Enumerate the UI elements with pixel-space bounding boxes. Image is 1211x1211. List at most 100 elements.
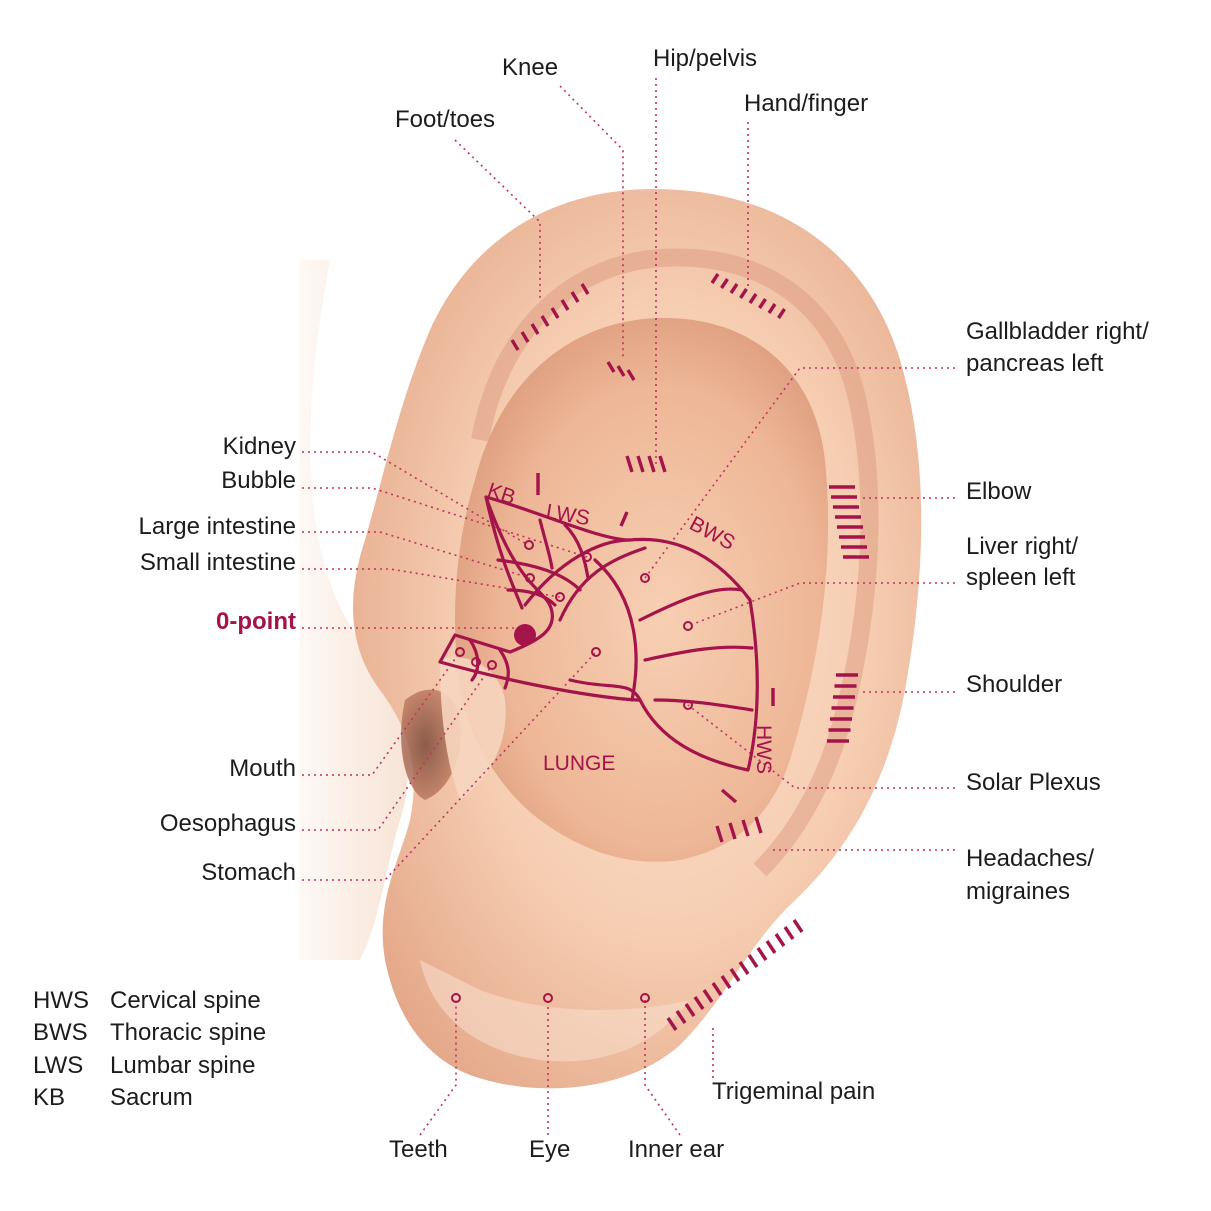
ticks-foot-toes-3 <box>530 323 540 335</box>
zone-label-lunge: LUNGE <box>543 752 615 775</box>
ticks-hand-finger-5 <box>748 293 758 304</box>
zone-mouth-1 <box>468 638 480 682</box>
ticks-headaches-1 <box>715 825 724 843</box>
zone-label-hws: HWS <box>752 725 775 774</box>
ticks-trigeminal-7 <box>720 975 732 989</box>
label-elbow: Elbow <box>966 478 1032 505</box>
legend-abbr-hws: HWS <box>33 987 89 1014</box>
zone-sub-4 <box>538 518 554 570</box>
ticks-foot-toes-4 <box>540 315 550 327</box>
ticks-headaches-4 <box>754 816 763 834</box>
zone-arc-7 <box>643 645 754 662</box>
ticks-knee-3 <box>626 369 636 381</box>
ticks-trigeminal-12 <box>765 940 777 954</box>
label-small-intestine: Small intestine <box>140 549 296 576</box>
ticks-hand-finger-4 <box>739 288 748 299</box>
ticks-trigeminal-6 <box>711 982 723 996</box>
label-shoulder: Shoulder <box>966 671 1062 698</box>
label-bubble: Bubble <box>221 467 296 494</box>
leader-foot-toes <box>454 139 541 298</box>
point-mouth-2 <box>471 657 481 667</box>
zone-arc-4 <box>568 678 642 702</box>
earlobe-shading <box>420 960 690 1062</box>
leader-large-intestine <box>302 531 531 579</box>
point-eye <box>543 993 553 1003</box>
leader-liver <box>687 582 955 627</box>
zone-arc-5 <box>593 558 638 702</box>
label-hand-finger: Hand/finger <box>744 90 868 117</box>
label-stomach: Stomach <box>201 859 296 886</box>
reflex-zones <box>438 495 759 772</box>
label-headaches-line2: migraines <box>966 878 1070 905</box>
zone-sub-2 <box>506 588 557 607</box>
legend-name-hws: Cervical spine <box>110 987 261 1014</box>
leader-teeth <box>419 998 457 1136</box>
ticks-knee-2 <box>616 365 626 377</box>
zone-arc-2 <box>523 538 632 607</box>
ticks-hand-finger-2 <box>720 278 729 289</box>
label-knee: Knee <box>502 54 558 81</box>
ticks-headaches-2 <box>728 822 737 840</box>
legend-name-lws: Lumbar spine <box>110 1052 255 1079</box>
ticks-headaches-3 <box>741 819 750 837</box>
label-mouth: Mouth <box>229 755 296 782</box>
point-mouth-3 <box>487 660 497 670</box>
label-large-intestine: Large intestine <box>139 513 296 540</box>
ticks-trigeminal-9 <box>738 961 750 975</box>
ticks-foot-toes-6 <box>560 299 570 311</box>
ticks-hand-finger-7 <box>767 303 777 314</box>
label-liver-line2: spleen left <box>966 564 1076 591</box>
label-gallbladder-line2: pancreas left <box>966 350 1104 377</box>
point-bubble <box>582 552 592 562</box>
label-gallbladder-line1: Gallbladder right/ <box>966 318 1149 345</box>
legend-abbr-kb: KB <box>33 1084 65 1111</box>
ticks-trigeminal-13 <box>774 933 786 947</box>
ticks-trigeminal-11 <box>756 947 768 961</box>
ticks-foot-toes-5 <box>550 307 560 319</box>
ticks-hip-pelvis-2 <box>636 455 645 473</box>
label-kidney: Kidney <box>223 433 296 460</box>
ticks-trigeminal-10 <box>747 954 759 968</box>
ticks-trigeminal-8 <box>729 968 741 982</box>
ticks-hand-finger-6 <box>758 298 767 309</box>
ticks-trigeminal-3 <box>684 1003 696 1017</box>
tragus <box>440 657 506 800</box>
ticks-hip-pelvis-1 <box>625 455 634 473</box>
zone-arc-8 <box>653 698 754 712</box>
legend-abbr-lws: LWS <box>33 1052 83 1079</box>
leader-lines <box>302 78 955 1136</box>
ticks-trigeminal-5 <box>702 989 714 1003</box>
ticks-foot-toes-2 <box>520 331 530 343</box>
legend: HWS Cervical spine BWS Thoracic spine LW… <box>33 987 266 1111</box>
point-teeth <box>451 993 461 1003</box>
ear-shape <box>300 188 922 1089</box>
label-oesophagus: Oesophagus <box>160 810 296 837</box>
point-solar-plexus <box>683 700 693 710</box>
zone-arc-6 <box>638 587 744 622</box>
ticks-hand-finger-8 <box>777 308 786 319</box>
label-zero-point: 0-point <box>216 608 296 635</box>
label-teeth: Teeth <box>389 1136 448 1163</box>
ticks-hand-finger-1 <box>710 273 720 284</box>
tick-hws-bottom-1 <box>720 788 738 804</box>
concha-bowl <box>455 317 829 862</box>
ticks-hand-finger-3 <box>729 283 739 294</box>
zone-outline <box>438 495 759 772</box>
ticks-trigeminal-4 <box>693 996 705 1010</box>
point-inner-ear <box>640 993 650 1003</box>
point-mouth-1 <box>455 647 465 657</box>
leader-knee <box>559 85 624 360</box>
point-gallbladder <box>640 573 650 583</box>
zone-mouth-2 <box>498 648 510 690</box>
legend-name-kb: Sacrum <box>110 1084 193 1111</box>
zone-sub-1 <box>496 558 582 592</box>
ticks-trigeminal-1 <box>666 1017 678 1031</box>
label-hip-pelvis: Hip/pelvis <box>653 45 757 72</box>
point-kidney <box>524 540 534 550</box>
label-headaches-line1: Headaches/ <box>966 845 1094 872</box>
leader-oesophagus <box>302 664 493 831</box>
ticks-hip-pelvis-4 <box>658 455 667 473</box>
label-liver-line1: Liver right/ <box>966 533 1078 560</box>
